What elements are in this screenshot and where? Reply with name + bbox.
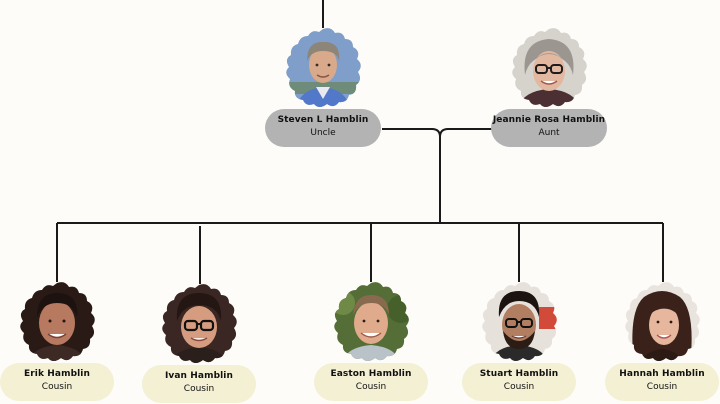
person-relation: Cousin (314, 381, 428, 394)
person-label: Steven L Hamblin Uncle (265, 109, 381, 147)
person-name: Steven L Hamblin (265, 114, 381, 127)
person-label: Stuart Hamblin Cousin (462, 363, 576, 401)
avatar (281, 27, 365, 111)
avatar (507, 27, 591, 111)
avatar (157, 283, 241, 367)
person-label: Erik Hamblin Cousin (0, 363, 114, 401)
avatar (477, 281, 561, 365)
person-relation: Cousin (142, 383, 256, 396)
person-label: Hannah Hamblin Cousin (605, 363, 719, 401)
person-relation: Cousin (462, 381, 576, 394)
avatar (329, 281, 413, 365)
person-name: Ivan Hamblin (142, 370, 256, 383)
person-name: Stuart Hamblin (462, 368, 576, 381)
person-relation: Aunt (491, 127, 607, 140)
person-label: Ivan Hamblin Cousin (142, 365, 256, 403)
person-name: Easton Hamblin (314, 368, 428, 381)
person-relation: Cousin (605, 381, 719, 394)
person-label: Easton Hamblin Cousin (314, 363, 428, 401)
avatar (620, 281, 704, 365)
person-name: Jeannie Rosa Hamblin (491, 114, 607, 127)
person-relation: Uncle (265, 127, 381, 140)
person-relation: Cousin (0, 381, 114, 394)
couple-connector (382, 129, 492, 222)
person-name: Hannah Hamblin (605, 368, 719, 381)
person-label: Jeannie Rosa Hamblin Aunt (491, 109, 607, 147)
avatar (15, 281, 99, 365)
person-name: Erik Hamblin (0, 368, 114, 381)
